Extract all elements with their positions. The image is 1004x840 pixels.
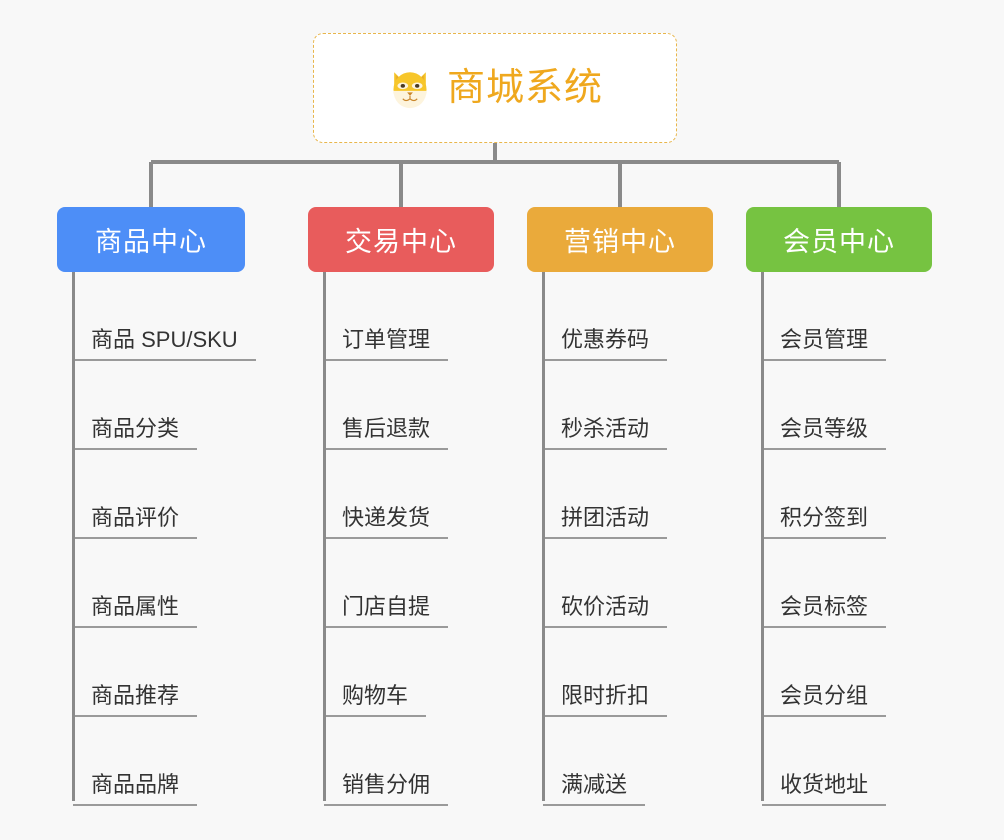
leaf-item[interactable]: 商品评价 [57, 450, 256, 539]
leaf-label: 积分签到 [762, 504, 887, 539]
leaf-item[interactable]: 商品推荐 [57, 628, 256, 717]
leaf-label: 商品推荐 [73, 682, 198, 717]
leaf-item[interactable]: 商品 SPU/SKU [57, 272, 256, 361]
branch-header-product-center[interactable]: 商品中心 [57, 207, 245, 272]
branch-label: 营销中心 [564, 227, 676, 257]
leaf-label: 满减送 [543, 771, 646, 806]
leaf-label: 购物车 [324, 682, 427, 717]
leaf-item[interactable]: 砍价活动 [527, 539, 713, 628]
leaf-list-trade-center: 订单管理 售后退款 快递发货 门店自提 购物车 销售分佣 [308, 272, 494, 806]
root-node[interactable]: 商城系统 [313, 33, 677, 143]
leaf-label: 会员等级 [762, 415, 887, 450]
leaf-label: 销售分佣 [324, 771, 449, 806]
leaf-label: 订单管理 [324, 326, 449, 361]
leaf-label: 秒杀活动 [543, 415, 668, 450]
leaf-label: 砍价活动 [543, 593, 668, 628]
root-title: 商城系统 [446, 67, 603, 109]
leaf-item[interactable]: 会员分组 [746, 628, 932, 717]
leaf-item[interactable]: 销售分佣 [308, 717, 494, 806]
branch-column-trade-center: 交易中心 订单管理 售后退款 快递发货 门店自提 购物车 销售分佣 [308, 207, 494, 806]
branch-label: 商品中心 [95, 227, 207, 257]
leaf-item[interactable]: 会员管理 [746, 272, 932, 361]
leaf-label: 收货地址 [762, 771, 887, 806]
branch-column-member-center: 会员中心 会员管理 会员等级 积分签到 会员标签 会员分组 收货地址 [746, 207, 932, 806]
leaf-item[interactable]: 满减送 [527, 717, 713, 806]
leaf-item[interactable]: 拼团活动 [527, 450, 713, 539]
shiba-dog-face-icon [393, 72, 427, 109]
leaf-item[interactable]: 限时折扣 [527, 628, 713, 717]
leaf-item[interactable]: 购物车 [308, 628, 494, 717]
leaf-label: 商品 SPU/SKU [73, 326, 256, 361]
leaf-list-marketing-center: 优惠券码 秒杀活动 拼团活动 砍价活动 限时折扣 满减送 [527, 272, 713, 806]
leaf-item[interactable]: 商品属性 [57, 539, 256, 628]
leaf-item[interactable]: 快递发货 [308, 450, 494, 539]
leaf-label: 商品分类 [73, 415, 198, 450]
leaf-label: 门店自提 [324, 593, 449, 628]
branch-label: 交易中心 [345, 227, 457, 257]
leaf-label: 优惠券码 [543, 326, 668, 361]
leaf-item[interactable]: 商品品牌 [57, 717, 256, 806]
branch-label: 会员中心 [783, 227, 895, 257]
leaf-label: 售后退款 [324, 415, 449, 450]
leaf-label: 商品品牌 [73, 771, 198, 806]
leaf-item[interactable]: 售后退款 [308, 361, 494, 450]
branch-header-member-center[interactable]: 会员中心 [746, 207, 932, 272]
leaf-label: 商品评价 [73, 504, 198, 539]
leaf-label: 会员分组 [762, 682, 887, 717]
branch-column-marketing-center: 营销中心 优惠券码 秒杀活动 拼团活动 砍价活动 限时折扣 满减送 [527, 207, 713, 806]
leaf-item[interactable]: 商品分类 [57, 361, 256, 450]
branch-header-marketing-center[interactable]: 营销中心 [527, 207, 713, 272]
leaf-item[interactable]: 秒杀活动 [527, 361, 713, 450]
leaf-item[interactable]: 门店自提 [308, 539, 494, 628]
branch-header-trade-center[interactable]: 交易中心 [308, 207, 494, 272]
leaf-label: 快递发货 [324, 504, 449, 539]
leaf-item[interactable]: 订单管理 [308, 272, 494, 361]
leaf-list-product-center: 商品 SPU/SKU 商品分类 商品评价 商品属性 商品推荐 商品品牌 [57, 272, 256, 806]
leaf-label: 商品属性 [73, 593, 198, 628]
leaf-item[interactable]: 收货地址 [746, 717, 932, 806]
leaf-item[interactable]: 优惠券码 [527, 272, 713, 361]
leaf-item[interactable]: 会员标签 [746, 539, 932, 628]
leaf-label: 会员标签 [762, 593, 887, 628]
leaf-item[interactable]: 会员等级 [746, 361, 932, 450]
leaf-label: 拼团活动 [543, 504, 668, 539]
leaf-list-member-center: 会员管理 会员等级 积分签到 会员标签 会员分组 收货地址 [746, 272, 932, 806]
branch-column-product-center: 商品中心 商品 SPU/SKU 商品分类 商品评价 商品属性 商品推荐 商品品牌 [57, 207, 256, 806]
leaf-item[interactable]: 积分签到 [746, 450, 932, 539]
leaf-label: 会员管理 [762, 326, 887, 361]
leaf-label: 限时折扣 [543, 682, 668, 717]
